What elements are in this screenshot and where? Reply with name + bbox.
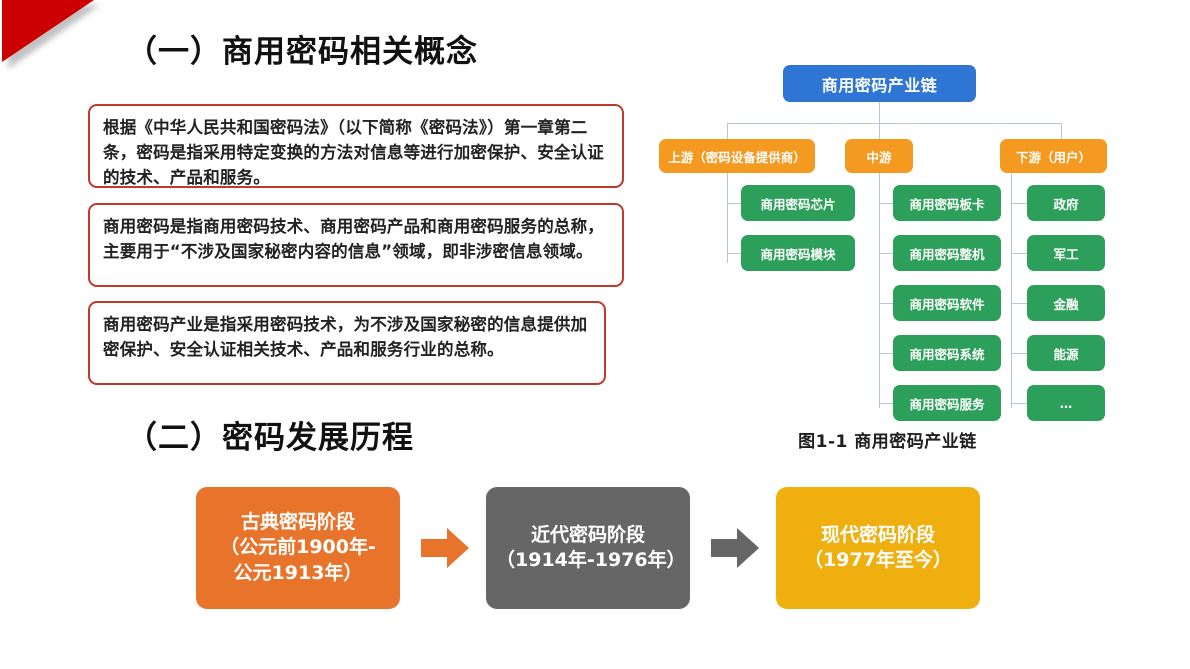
timeline-arrow-two-icon bbox=[711, 526, 759, 570]
chain-leaf-upstream-2: 商用密码模块 bbox=[741, 235, 855, 271]
section-heading-two: （二）密码发展历程 bbox=[126, 420, 414, 456]
connector-spine-midstream bbox=[879, 173, 880, 408]
chain-leaf-upstream-1: 商用密码芯片 bbox=[741, 185, 855, 221]
connector-drop-downstream bbox=[1061, 123, 1062, 139]
connector-stub-downstream-3 bbox=[1011, 303, 1027, 304]
chain-leaf-downstream-1: 政府 bbox=[1027, 185, 1105, 221]
chain-tier-midstream: 中游 bbox=[845, 139, 913, 173]
chain-leaf-midstream-1: 商用密码板卡 bbox=[893, 185, 1001, 221]
chain-leaf-midstream-2: 商用密码整机 bbox=[893, 235, 1001, 271]
decorative-triangle bbox=[0, 0, 120, 80]
timeline-stage-classical: 古典密码阶段 （公元前1900年- 公元1913年） bbox=[196, 487, 400, 609]
connector-stub-upstream-1 bbox=[727, 203, 741, 204]
concept-box-commercial-crypto: 商用密码是指商用密码技术、商用密码产品和商用密码服务的总称，主要用于“不涉及国家… bbox=[88, 203, 624, 287]
timeline-stage-modern-early: 近代密码阶段 （1914年-1976年） bbox=[486, 487, 690, 609]
chain-leaf-downstream-3: 金融 bbox=[1027, 285, 1105, 321]
section-heading-one: （一）商用密码相关概念 bbox=[126, 34, 478, 70]
timeline-arrow-one-icon bbox=[421, 526, 469, 570]
connector-stub-midstream-2 bbox=[879, 253, 893, 254]
industry-chain-diagram: 商用密码产业链 上游（密码设备提供商） 中游 下游（用户） 商用密码芯片 商用密… bbox=[655, 60, 1120, 430]
connector-stub-midstream-1 bbox=[879, 203, 893, 204]
chain-diagram-caption: 图1-1 商用密码产业链 bbox=[798, 432, 977, 452]
connector-stub-downstream-5 bbox=[1011, 403, 1027, 404]
connector-stub-midstream-4 bbox=[879, 353, 893, 354]
chain-leaf-midstream-3: 商用密码软件 bbox=[893, 285, 1001, 321]
chain-leaf-downstream-4: 能源 bbox=[1027, 335, 1105, 371]
chain-tier-upstream: 上游（密码设备提供商） bbox=[659, 139, 815, 173]
connector-stub-downstream-1 bbox=[1011, 203, 1027, 204]
chain-leaf-downstream-2: 军工 bbox=[1027, 235, 1105, 271]
connector-root-bus bbox=[727, 123, 1061, 124]
connector-spine-downstream bbox=[1011, 173, 1012, 408]
connector-stub-downstream-2 bbox=[1011, 253, 1027, 254]
connector-spine-upstream bbox=[727, 173, 728, 263]
connector-drop-midstream bbox=[879, 123, 880, 139]
chain-leaf-downstream-5: … bbox=[1027, 385, 1105, 421]
red-triangle-icon bbox=[2, 0, 94, 62]
chain-tier-downstream: 下游（用户） bbox=[1000, 139, 1107, 173]
chain-leaf-midstream-4: 商用密码系统 bbox=[893, 335, 1001, 371]
connector-stub-midstream-5 bbox=[879, 403, 893, 404]
connector-stub-upstream-2 bbox=[727, 253, 741, 254]
connector-stub-downstream-4 bbox=[1011, 353, 1027, 354]
concept-box-crypto-industry: 商用密码产业是指采用密码技术，为不涉及国家秘密的信息提供加密保护、安全认证相关技… bbox=[88, 301, 606, 385]
chain-leaf-midstream-5: 商用密码服务 bbox=[893, 385, 1001, 421]
connector-drop-upstream bbox=[727, 123, 728, 139]
connector-root-stem bbox=[879, 102, 880, 123]
timeline-stage-contemporary: 现代密码阶段 （1977年至今） bbox=[776, 487, 980, 609]
concept-box-definition-law: 根据《中华人民共和国密码法》（以下简称《密码法》）第一章第二条，密码是指采用特定… bbox=[88, 104, 624, 188]
chain-root-node: 商用密码产业链 bbox=[783, 65, 976, 102]
connector-stub-midstream-3 bbox=[879, 303, 893, 304]
